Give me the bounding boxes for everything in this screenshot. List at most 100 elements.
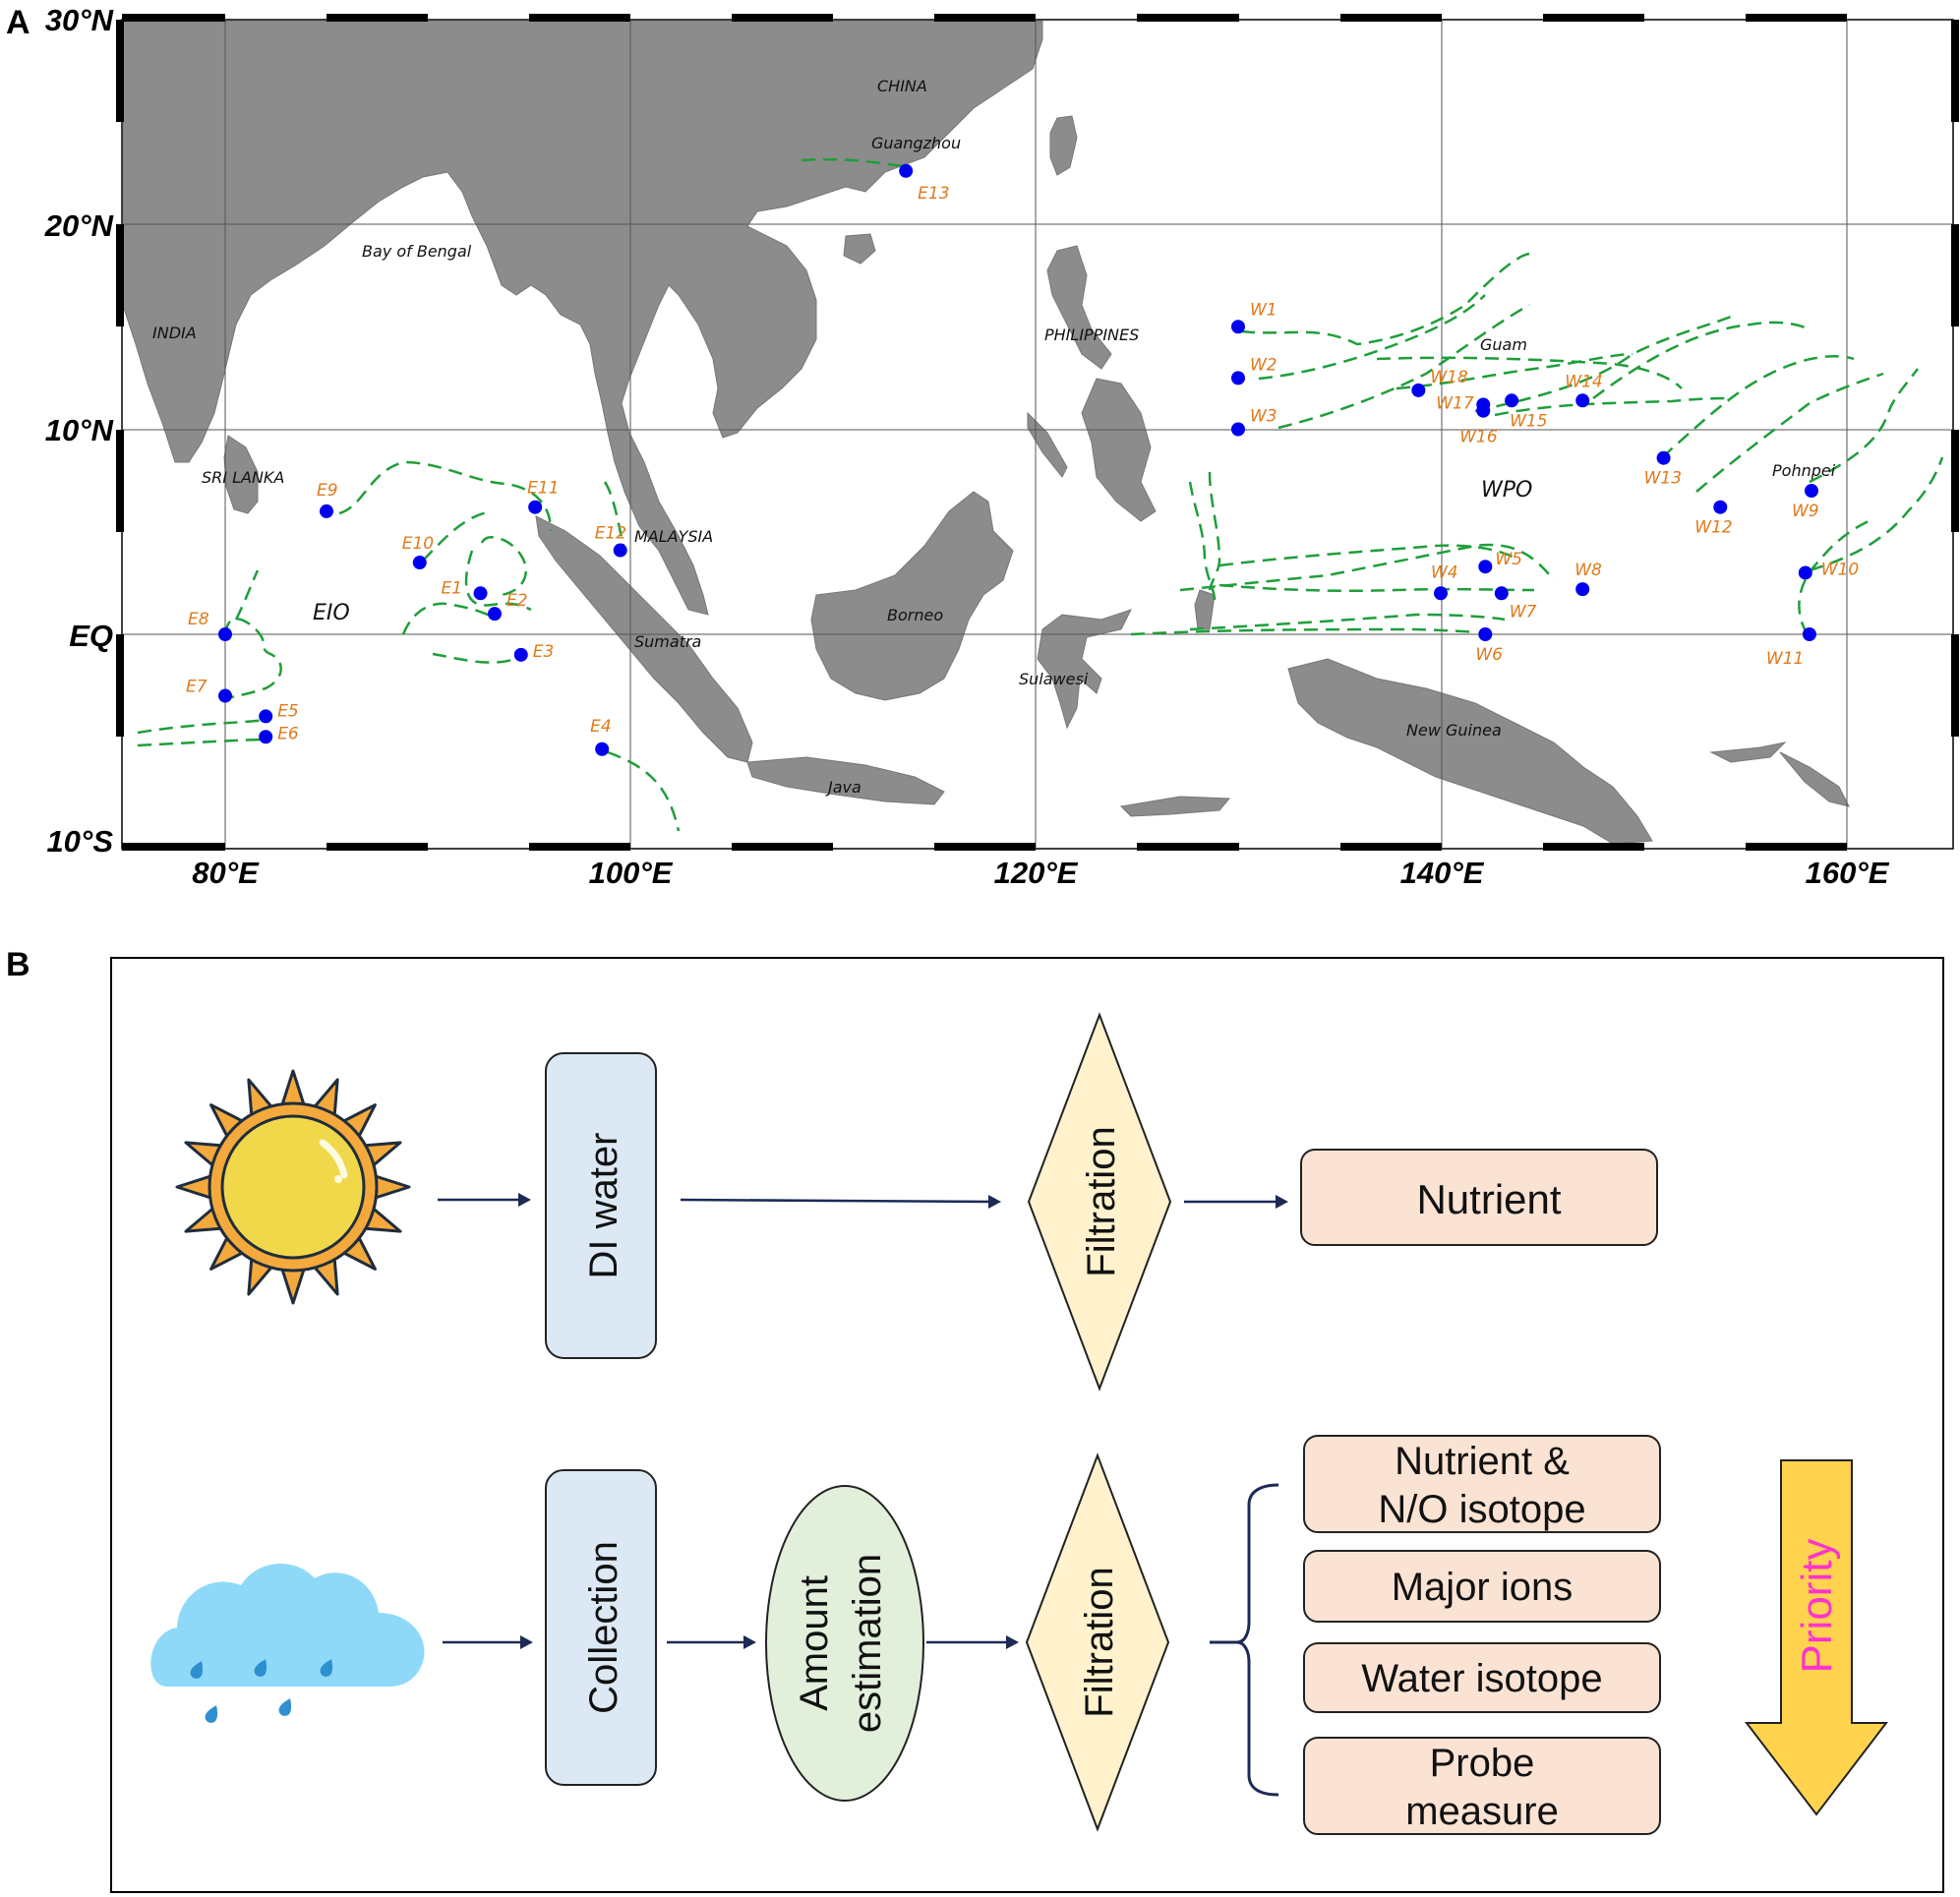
java bbox=[746, 756, 945, 805]
label-india: INDIA bbox=[152, 324, 197, 342]
track-w14 bbox=[1474, 315, 1732, 413]
lat-label-10n: 10°N bbox=[45, 413, 114, 447]
lat-label-20n: 20°N bbox=[44, 208, 114, 243]
label-eio: EIO bbox=[313, 601, 350, 625]
station-e11 bbox=[528, 500, 543, 514]
output-nutrient-line1: Nutrient & bbox=[1395, 1440, 1570, 1483]
station-label-e9: E9 bbox=[317, 481, 338, 501]
track-w13 bbox=[1661, 355, 1855, 458]
label-java: Java bbox=[825, 778, 861, 797]
priority-arrow bbox=[1744, 1459, 1889, 1816]
station-label-e1: E1 bbox=[442, 578, 463, 598]
nutrient-label: Nutrient bbox=[1416, 1176, 1561, 1222]
place-labels: CHINA Guangzhou INDIA SRI LANKA Bay of B… bbox=[152, 77, 1836, 797]
track-e5 bbox=[137, 718, 267, 735]
station-w5 bbox=[1478, 560, 1493, 574]
hainan bbox=[843, 233, 876, 265]
frame-ticks bbox=[116, 14, 1959, 851]
output-box-nutrient-isotope bbox=[1303, 1435, 1661, 1533]
output-major-ions: Major ions bbox=[1392, 1566, 1574, 1609]
station-e6 bbox=[259, 730, 273, 744]
station-e7 bbox=[218, 688, 232, 703]
graticule bbox=[122, 20, 1953, 849]
station-label-w16: W16 bbox=[1459, 428, 1498, 447]
station-label-w10: W10 bbox=[1821, 560, 1859, 579]
station-label-e10: E10 bbox=[402, 534, 434, 554]
station-label-e7: E7 bbox=[186, 678, 208, 697]
lon-label-140e: 140°E bbox=[1400, 856, 1485, 890]
station-label-e3: E3 bbox=[533, 642, 555, 662]
lon-label-160e: 160°E bbox=[1806, 856, 1890, 890]
visayas-mindanao bbox=[1081, 378, 1157, 522]
output-box-water-isotope bbox=[1303, 1642, 1661, 1713]
output-water-isotope: Water isotope bbox=[1361, 1657, 1602, 1700]
track-e8b bbox=[234, 569, 260, 621]
lat-label-eq: EQ bbox=[69, 619, 113, 653]
station-e3 bbox=[513, 647, 528, 662]
station-w15 bbox=[1505, 393, 1519, 408]
track-w-west2 bbox=[1208, 471, 1221, 591]
station-w13 bbox=[1656, 450, 1671, 465]
track-w6 bbox=[1130, 627, 1476, 636]
station-label-w14: W14 bbox=[1565, 372, 1602, 391]
filtration-label-2: Filtration bbox=[1078, 1567, 1121, 1717]
station-w14 bbox=[1575, 393, 1590, 408]
label-malaysia: MALAYSIA bbox=[634, 527, 713, 546]
station-label-w2: W2 bbox=[1250, 355, 1277, 375]
new-britain bbox=[1709, 741, 1787, 763]
rain-cloud-icon bbox=[150, 1563, 425, 1723]
station-e1 bbox=[473, 586, 488, 601]
priority-label: Priority bbox=[1793, 1539, 1841, 1674]
station-label-e5: E5 bbox=[277, 701, 299, 721]
station-w17 bbox=[1476, 397, 1491, 412]
latitude-labels: 30°N 20°N 10°N EQ 10°S bbox=[44, 3, 114, 859]
new-guinea bbox=[1287, 658, 1653, 845]
track-e13 bbox=[801, 157, 911, 169]
track-e7-e8 bbox=[224, 618, 282, 700]
output-probe-line2: measure bbox=[1405, 1790, 1559, 1833]
borneo bbox=[810, 491, 1014, 701]
sampling-stations: E1E2E3E4E5E6E7E8E9E10E11E12E13W1W2W3W4W5… bbox=[186, 163, 1859, 756]
label-sumatra: Sumatra bbox=[634, 632, 701, 651]
station-w6 bbox=[1478, 627, 1493, 641]
label-sulawesi: Sulawesi bbox=[1019, 670, 1089, 688]
land-masses bbox=[122, 20, 1850, 845]
track-w5 bbox=[1218, 583, 1535, 593]
track-w-west bbox=[1188, 481, 1217, 601]
station-label-e12: E12 bbox=[595, 524, 626, 544]
flowchart-panel: DI water Filtration Nutrient Collection bbox=[110, 957, 1944, 1893]
station-label-w1: W1 bbox=[1250, 300, 1277, 320]
label-guam: Guam bbox=[1480, 335, 1527, 354]
station-w3 bbox=[1231, 422, 1245, 437]
station-w11 bbox=[1802, 627, 1816, 641]
panel-a-label: A bbox=[6, 4, 30, 41]
track-e4 bbox=[607, 750, 681, 832]
collection-box bbox=[545, 1469, 657, 1786]
palawan bbox=[1027, 411, 1068, 478]
label-new-guinea: New Guinea bbox=[1406, 721, 1502, 740]
amount-estimation-ellipse bbox=[765, 1485, 924, 1802]
filtration-label-1: Filtration bbox=[1080, 1126, 1123, 1276]
track-w10 bbox=[1809, 456, 1944, 572]
label-philippines: PHILIPPINES bbox=[1044, 326, 1139, 344]
station-label-w7: W7 bbox=[1510, 602, 1537, 622]
station-label-e6: E6 bbox=[277, 724, 299, 743]
label-bay-of-bengal: Bay of Bengal bbox=[362, 242, 472, 261]
track-e1 bbox=[464, 550, 532, 612]
label-wpo: WPO bbox=[1481, 478, 1532, 503]
station-w18 bbox=[1411, 383, 1426, 397]
station-e13 bbox=[899, 163, 914, 178]
track-guam bbox=[1376, 356, 1683, 389]
track-w1 bbox=[1240, 252, 1530, 346]
amount-label: Amount bbox=[793, 1575, 836, 1711]
lon-label-120e: 120°E bbox=[994, 856, 1079, 890]
timor bbox=[1119, 796, 1231, 817]
station-label-e8: E8 bbox=[188, 610, 209, 629]
station-e2 bbox=[487, 607, 502, 622]
station-label-w11: W11 bbox=[1766, 649, 1804, 669]
station-w10 bbox=[1798, 565, 1812, 580]
track-w14b bbox=[1592, 321, 1811, 400]
track-w2 bbox=[1258, 294, 1486, 381]
di-water-box bbox=[545, 1052, 657, 1359]
